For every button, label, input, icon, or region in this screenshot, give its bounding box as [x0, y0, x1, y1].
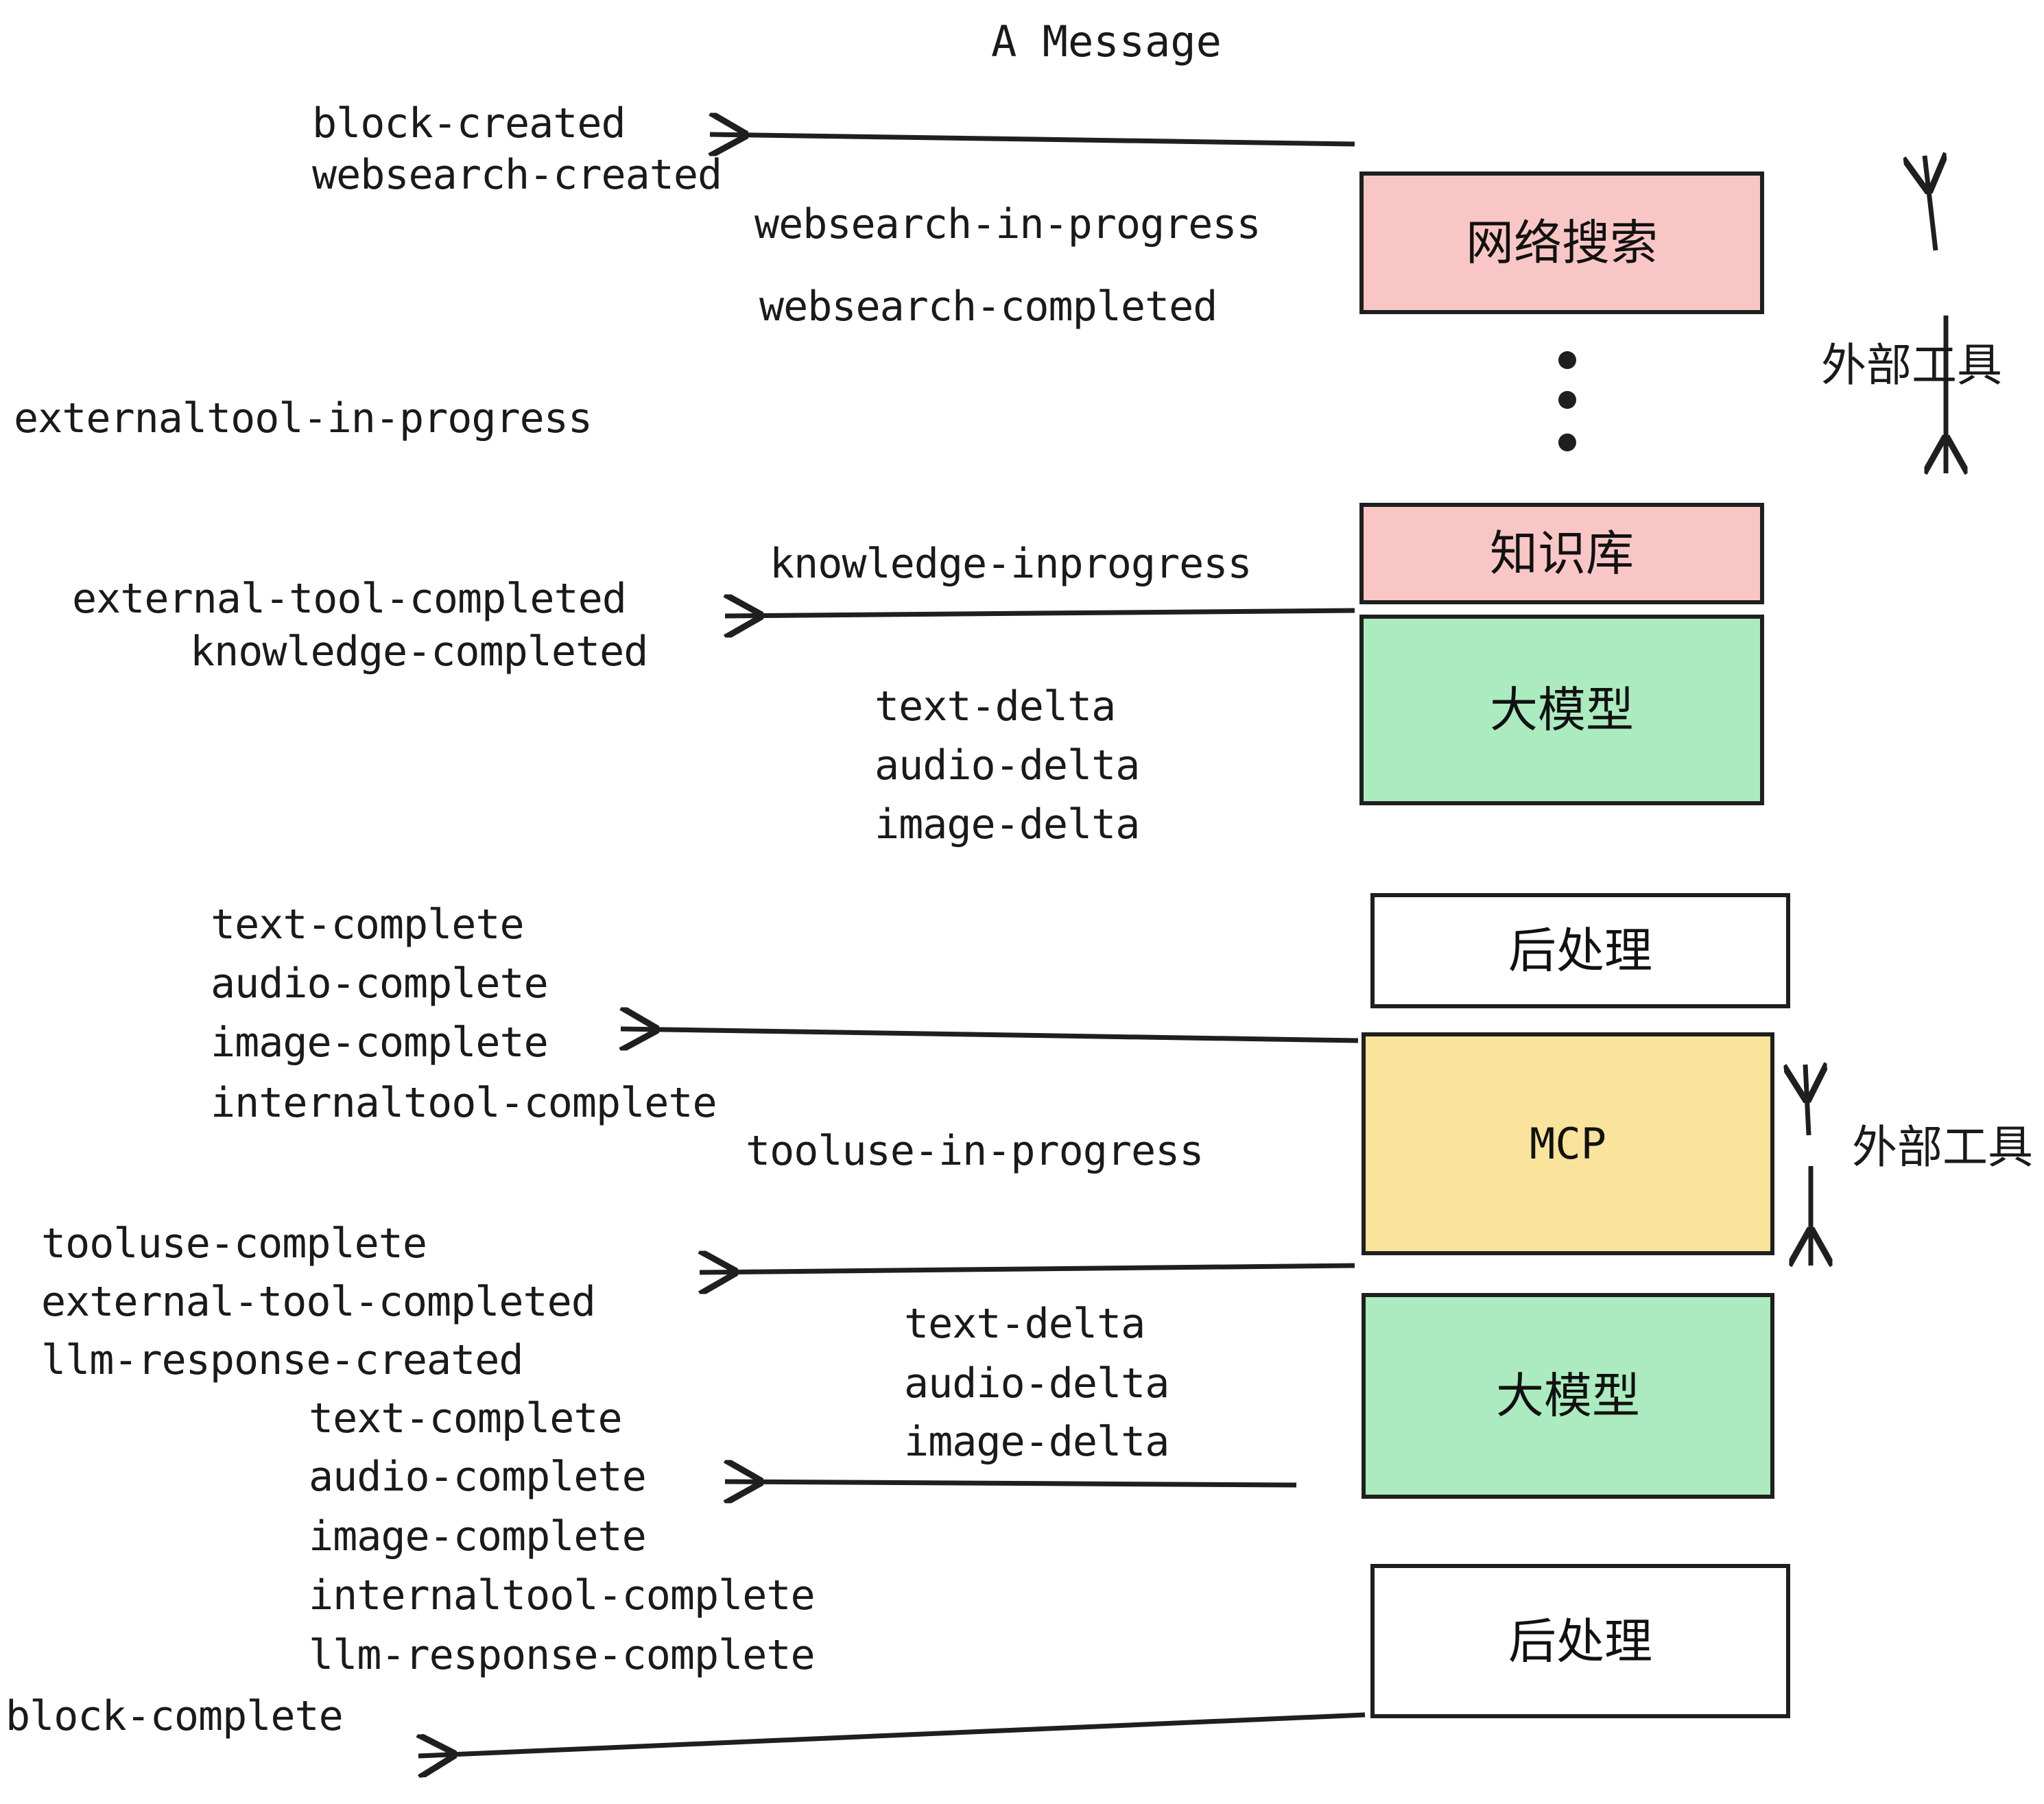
- event-label-audio-delta-2: audio-delta: [904, 1360, 1169, 1408]
- process-box-label: 后处理: [1508, 1613, 1652, 1670]
- event-label-image-delta-1: image-delta: [875, 800, 1140, 848]
- process-box-label: 网络搜索: [1466, 215, 1658, 271]
- process-box-llm-bottom[interactable]: 大模型: [1362, 1293, 1774, 1499]
- process-box-label: 知识库: [1490, 525, 1634, 582]
- process-box-label: 大模型: [1496, 1368, 1640, 1424]
- process-box-label: 后处理: [1508, 923, 1652, 979]
- event-label-externaltool-in-progress: externaltool-in-progress: [14, 394, 593, 442]
- page-title: A Message: [991, 16, 1222, 67]
- event-label-llm-response-complete: llm-response-complete: [309, 1631, 816, 1679]
- process-box-knowledgebase[interactable]: 知识库: [1359, 503, 1764, 604]
- event-label-internaltool-complete-2: internaltool-complete: [309, 1571, 816, 1619]
- process-box-label: 大模型: [1490, 682, 1634, 738]
- event-label-audio-delta-1: audio-delta: [875, 741, 1140, 790]
- arrow-to-block-created: [710, 134, 1355, 144]
- event-label-audio-complete-1: audio-complete: [211, 960, 549, 1008]
- event-label-text-delta-2: text-delta: [904, 1300, 1145, 1348]
- arrow-to-tooluse-complete: [700, 1266, 1355, 1272]
- event-label-knowledge-inprogress: knowledge-inprogress: [770, 540, 1252, 588]
- event-label-image-complete-1: image-complete: [211, 1019, 549, 1067]
- arrow-to-knowledge-completed: [725, 610, 1355, 616]
- ellipsis-dot-2: [1558, 391, 1576, 409]
- annotation-external-tools-bottom: 外部工具: [1852, 1121, 2033, 1174]
- event-label-websearch-completed: websearch-completed: [759, 283, 1217, 331]
- process-box-label: MCP: [1530, 1118, 1606, 1169]
- annotation-external-tools-top: 外部工具: [1821, 339, 2002, 392]
- event-label-audio-complete-2: audio-complete: [309, 1453, 647, 1501]
- event-label-text-complete-1: text-complete: [211, 901, 525, 949]
- ellipsis-dot-1: [1558, 351, 1576, 369]
- event-label-tooluse-complete: tooluse-complete: [41, 1220, 427, 1268]
- ellipsis-dot-3: [1558, 434, 1576, 451]
- event-label-text-delta-1: text-delta: [875, 683, 1116, 731]
- process-box-mcp[interactable]: MCP: [1362, 1032, 1774, 1255]
- event-label-tooluse-in-progress: tooluse-in-progress: [746, 1127, 1204, 1175]
- process-box-postprocess-top[interactable]: 后处理: [1370, 893, 1790, 1008]
- event-label-websearch-in-progress: websearch-in-progress: [754, 200, 1261, 248]
- event-label-image-delta-2: image-delta: [904, 1418, 1169, 1466]
- event-label-websearch-created: websearch-created: [312, 151, 722, 199]
- arrow-to-image-complete: [621, 1029, 1359, 1041]
- arrow-to-block-complete: [418, 1712, 1366, 1756]
- ext-tool-up-top: [1925, 156, 1936, 251]
- process-box-postprocess-bottom[interactable]: 后处理: [1370, 1564, 1790, 1718]
- event-label-image-complete-2: image-complete: [309, 1512, 647, 1560]
- ext-tool-up-bottom: [1805, 1065, 1809, 1136]
- arrow-to-audio-complete: [725, 1482, 1297, 1485]
- process-box-websearch[interactable]: 网络搜索: [1359, 171, 1764, 314]
- event-label-block-complete: block-complete: [5, 1692, 344, 1740]
- event-label-text-complete-2: text-complete: [309, 1394, 623, 1443]
- event-label-external-tool-completed-1: external-tool-completed: [72, 575, 627, 623]
- event-label-llm-response-created: llm-response-created: [41, 1336, 523, 1384]
- event-label-external-tool-completed-2: external-tool-completed: [41, 1278, 596, 1326]
- event-label-knowledge-completed: knowledge-completed: [190, 628, 648, 676]
- event-label-internaltool-complete-1: internaltool-complete: [211, 1079, 717, 1127]
- process-box-llm-top[interactable]: 大模型: [1359, 615, 1764, 805]
- event-label-block-created: block-created: [312, 99, 626, 147]
